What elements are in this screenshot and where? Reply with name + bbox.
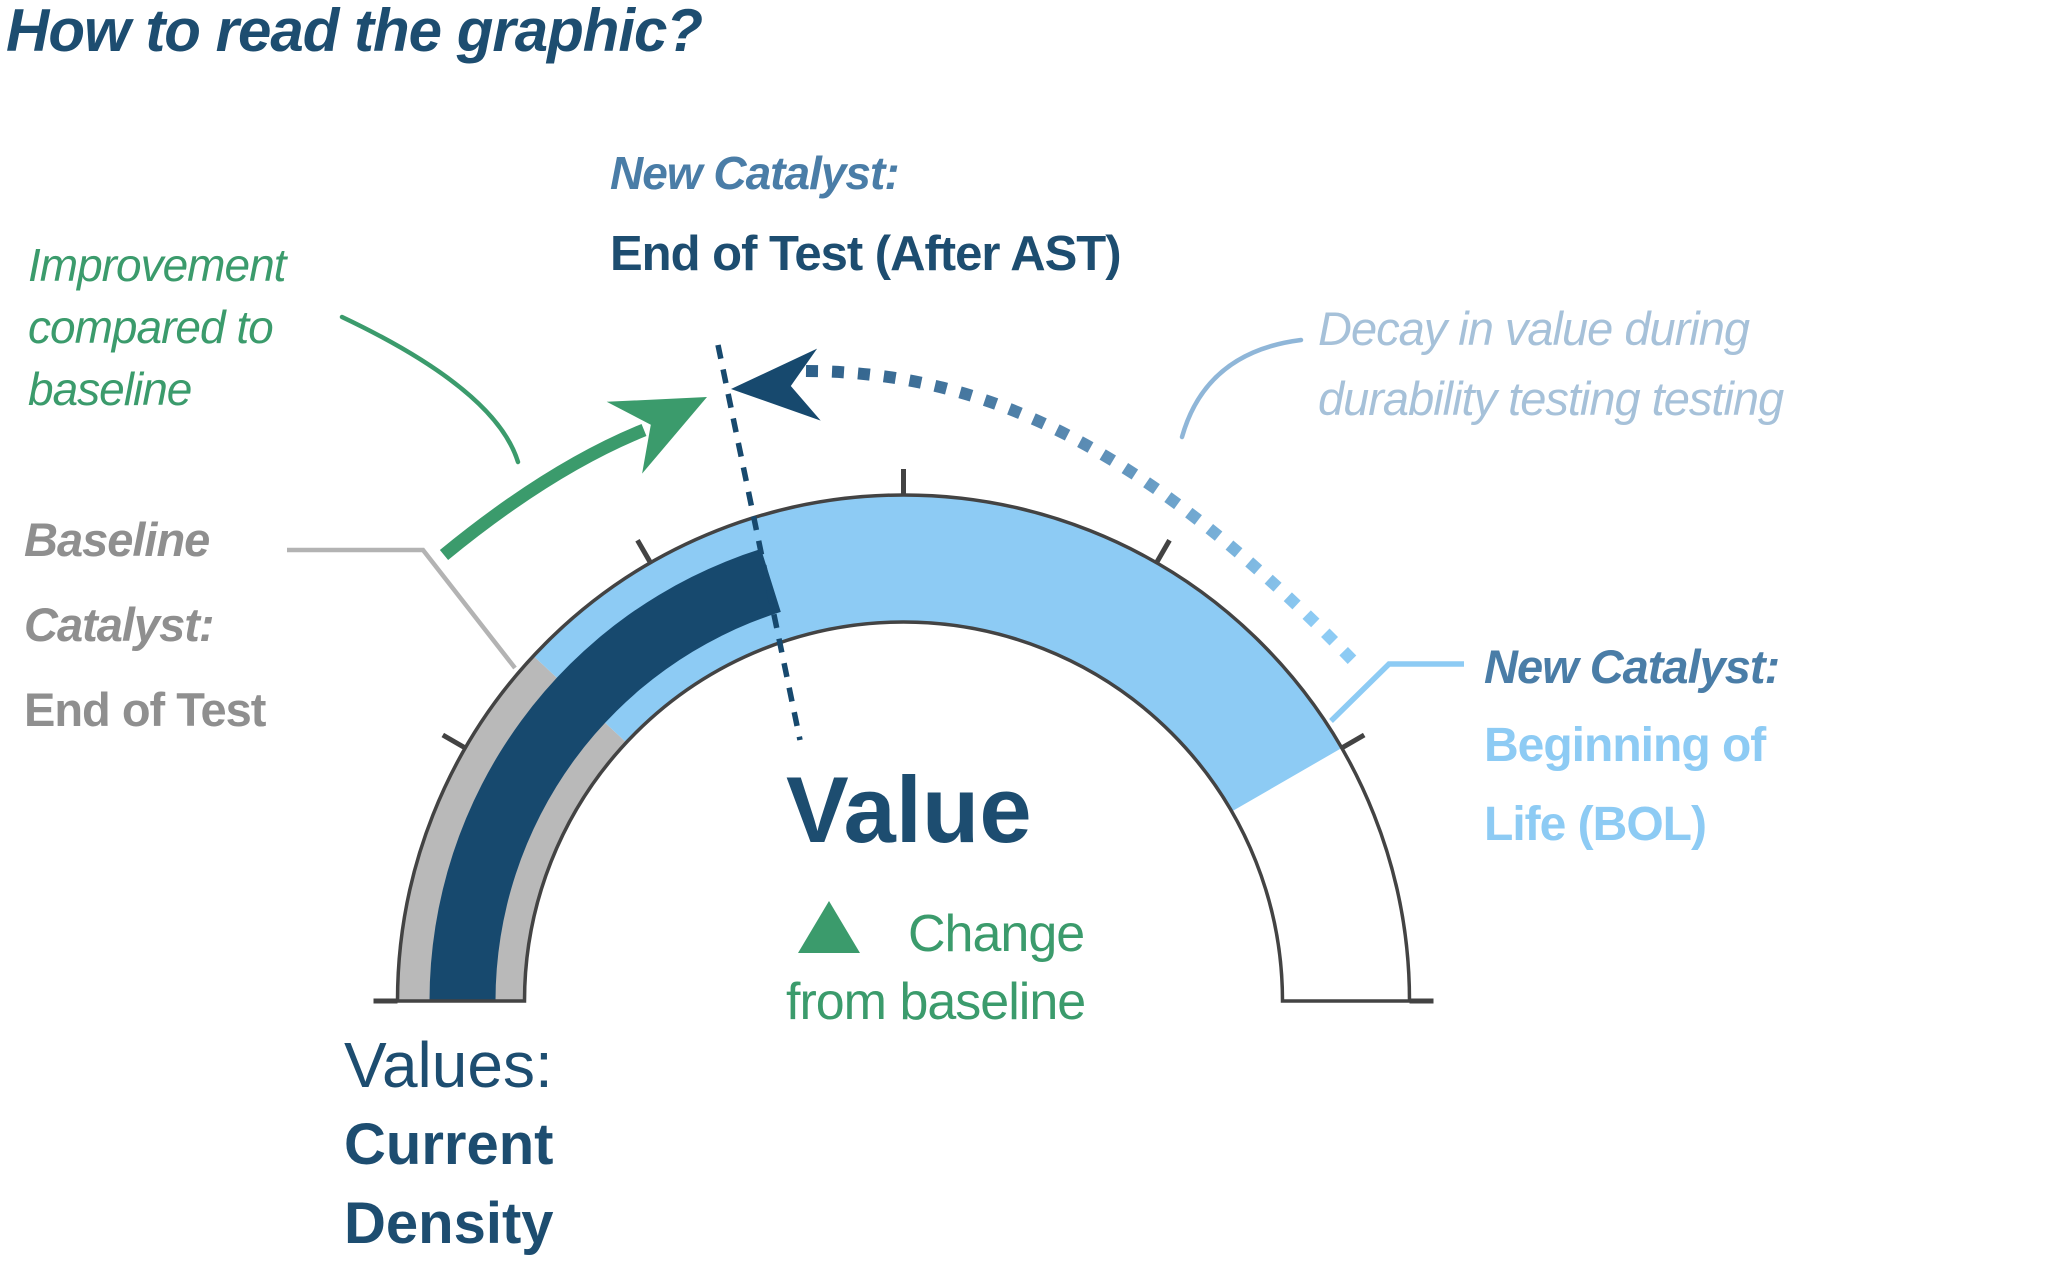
baseline-catalyst-label: Baseline Catalyst: End of Test [24, 497, 266, 752]
decay-line-1: Decay in value during [1318, 302, 1750, 355]
improvement-connector-line [339, 314, 521, 465]
tick-150 [441, 732, 467, 751]
axis-values-line-1: Values: [344, 1029, 553, 1101]
tick-30 [1340, 732, 1366, 751]
new-catalyst-bol-label: New Catalyst: Beginning of Life (BOL) [1484, 627, 1780, 864]
new-catalyst-bol-line-1: Beginning of [1484, 719, 1766, 772]
new-catalyst-eot-subheading: End of Test (After AST) [610, 227, 1122, 281]
decay-arrowhead-icon [731, 348, 821, 421]
decay-connector-line [1179, 337, 1304, 440]
decay-dotted-arc [805, 365, 1365, 673]
gauge-outline [395, 493, 1412, 1003]
change-from-baseline-line-1: Change [908, 905, 1085, 963]
dashed-marker-line [715, 344, 803, 741]
baseline-line-1: Baseline [24, 513, 210, 566]
improvement-arrow-tail [439, 423, 647, 561]
axis-values-line-3: Density [344, 1191, 554, 1256]
center-value-label: Value [786, 757, 1032, 862]
new-catalyst-bol-heading: New Catalyst: [1484, 640, 1780, 693]
decay-line-2: durability testing testing [1318, 372, 1784, 425]
axis-values-label: Values: Current Density [344, 1026, 554, 1262]
new-catalyst-eot-heading: New Catalyst: [610, 147, 900, 199]
improvement-line-3: baseline [28, 363, 192, 415]
baseline-leader-line [287, 547, 517, 670]
tick-60 [1154, 539, 1172, 565]
gauge-ticks [373, 469, 1434, 1004]
new-catalyst-eot-arc [429, 548, 781, 1001]
baseline-line-3: End of Test [24, 683, 266, 736]
baseline-line-2: Catalyst: [24, 598, 215, 651]
change-from-baseline-line-2: from baseline [786, 973, 1086, 1031]
new-catalyst-bol-line-2: Life (BOL) [1484, 798, 1707, 851]
decay-label: Decay in value during durability testing… [1318, 294, 1784, 434]
improvement-label: Improvement compared to baseline [28, 234, 286, 420]
improvement-line-1: Improvement [28, 239, 286, 291]
improvement-arrowhead-icon [606, 397, 707, 474]
axis-values-line-2: Current [344, 1112, 554, 1177]
bol-leader-line [1329, 661, 1464, 723]
tick-120 [635, 539, 653, 565]
page-title: How to read the graphic? [6, 0, 703, 64]
up-triangle-icon [798, 901, 860, 953]
improvement-line-2: compared to [28, 301, 274, 353]
